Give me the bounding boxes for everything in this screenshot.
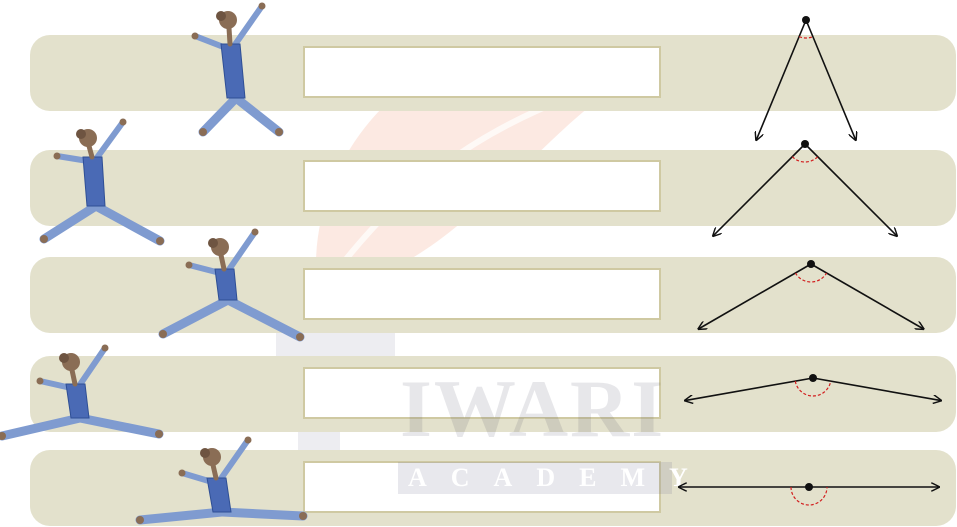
angle-1 [756,16,855,140]
angle-3 [698,260,923,329]
angle-5-arc [790,486,828,506]
gymnast-4 [0,344,164,441]
angle-2-vertex [801,140,809,148]
angle-5 [679,483,939,506]
angle-2-left-ray [713,143,806,236]
answer-box-4[interactable] [303,367,661,419]
angle-2-arc [791,156,819,163]
angle-3-right-ray [810,263,924,329]
angle-1-vertex [802,16,810,24]
angle-3-left-ray [698,263,812,329]
angle-1-right-ray [805,19,856,140]
answer-box-5[interactable] [303,461,661,513]
answer-box-2[interactable] [303,160,661,212]
gymnast-2 [39,118,165,246]
angle-3-arc [794,272,828,283]
angle-2 [713,140,897,236]
angle-4-right-ray [812,377,941,401]
angle-1-arc [798,36,814,39]
angle-4 [685,374,941,401]
angle-3-vertex [807,260,815,268]
answer-box-1[interactable] [303,46,661,98]
watermark-title: IWARI [400,363,666,454]
gymnast-1 [191,2,284,137]
angle-4-vertex [809,374,817,382]
angle-4-arc [794,381,832,397]
angle-4-left-ray [685,377,814,401]
angle-5-vertex [805,483,813,491]
gymnast-3 [158,228,305,342]
answer-box-3[interactable] [303,268,661,320]
angle-2-right-ray [804,143,897,236]
watermark-subtitle: ACADEMY [398,462,688,494]
angle-1-left-ray [756,19,807,140]
gymnast-5 [135,436,308,525]
